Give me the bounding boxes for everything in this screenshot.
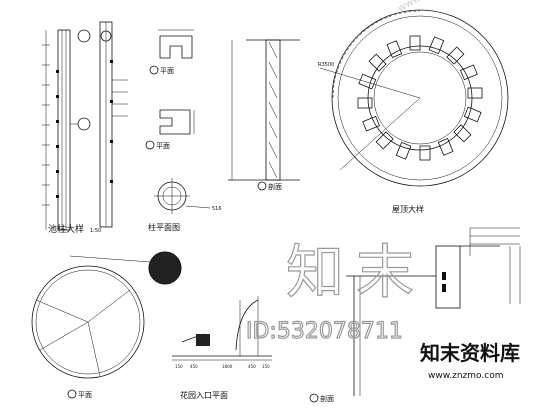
column-elevation-drawing (42, 21, 128, 231)
column-section-drawing (228, 39, 300, 191)
label-roof-plan: 屋顶大样 (392, 204, 424, 214)
entrance-elevation-drawing (172, 296, 272, 361)
watermark: 知 末 ID:532078711 知末资料库 www.znzmo.com www… (245, 0, 520, 381)
dimension-4: 150 (262, 364, 270, 369)
label-column-plan: 柱平面图 (148, 222, 180, 232)
dimension-0: 150 (175, 364, 183, 369)
circular-roof-plan (319, 9, 509, 187)
tag-516: 516 (212, 206, 222, 212)
dimension-1: 450 (190, 364, 198, 369)
column-plan-drawing (154, 178, 211, 214)
large-circle-plan (31, 251, 182, 399)
small-plan-detail-a (149, 29, 194, 75)
watermark-brand-char-2: 末 (356, 238, 414, 306)
label-plan-d: 平面 (78, 391, 92, 399)
label-entrance-plan: 花园入口平面 (180, 390, 228, 400)
watermark-brand-char-1: 知 (286, 238, 344, 306)
dimension-3: 450 (248, 364, 256, 369)
label-radius: R3500 (318, 62, 334, 68)
watermark-site-name: 知末资料库 (420, 341, 520, 365)
watermark-id: ID:532078711 (246, 319, 403, 344)
watermark-corner-url: www.znzmo.com (396, 0, 474, 15)
label-section-e: 剖面 (320, 394, 334, 403)
scale-note: 1:50 (90, 228, 101, 234)
gate-section-drawing (309, 227, 521, 403)
label-plan-a: 平面 (160, 67, 174, 75)
label-section-c: 剖面 (268, 182, 282, 191)
small-plan-detail-b (145, 109, 195, 150)
label-column-elevation: 池柱大样 (48, 223, 84, 235)
watermark-site-url: www.znzmo.com (428, 371, 503, 381)
dimension-2: 1800 (222, 364, 233, 369)
label-plan-b: 平面 (156, 142, 170, 150)
